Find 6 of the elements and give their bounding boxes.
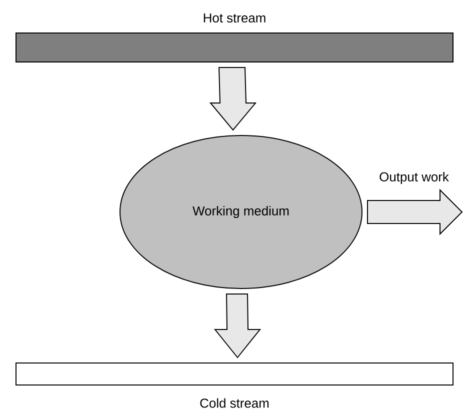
edge-label: Output work bbox=[380, 172, 449, 184]
block-arrow bbox=[214, 294, 262, 358]
block-arrow bbox=[367, 188, 463, 236]
stream-label: Hot stream bbox=[204, 14, 266, 23]
stream-label: Cold stream bbox=[200, 398, 269, 408]
block-arrow bbox=[209, 67, 257, 131]
